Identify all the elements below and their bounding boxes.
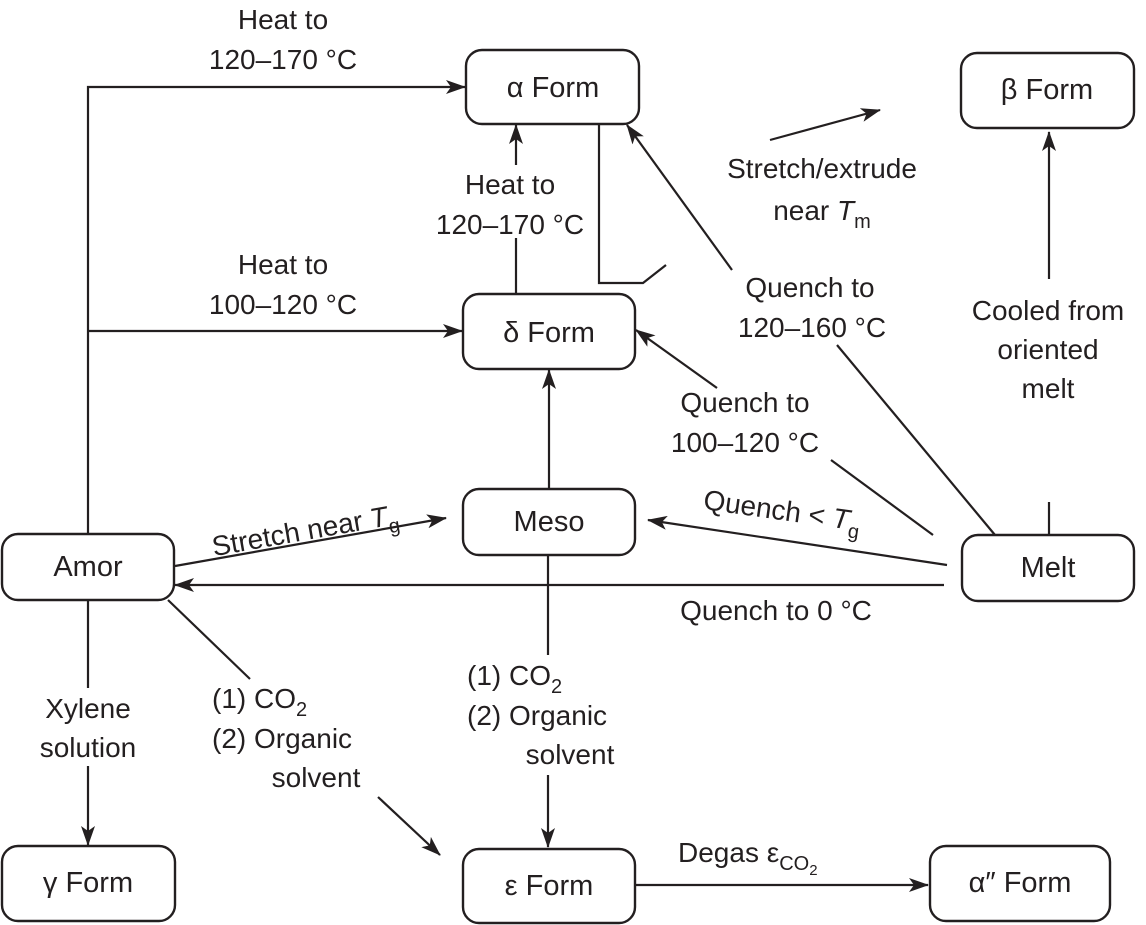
node-meso: Meso — [461, 487, 637, 557]
label-melt-to-delta-line2: 100–120 °C — [671, 427, 819, 458]
label-alpha-to-beta-line2: near Tm — [773, 195, 871, 233]
label-melt-to-beta-line3: melt — [1022, 373, 1075, 404]
label-melt-to-amor: Quench to 0 °C — [680, 595, 872, 626]
label-text: Stretch near — [210, 504, 373, 562]
label-subsub: 2 — [809, 862, 817, 879]
label-amor-to-alpha-line2: 120–170 °C — [209, 44, 357, 75]
label-amor-to-meso: Stretch near Tg — [210, 499, 402, 569]
label-amor-to-alpha-line1: Heat to — [238, 4, 328, 35]
node-epsilon-form: ε Form — [461, 847, 637, 925]
label-sub: 2 — [296, 699, 307, 721]
node-beta-form: β Form — [959, 51, 1136, 130]
node-label: Melt — [1021, 552, 1076, 584]
node-label: α″ Form — [969, 867, 1072, 899]
label-var: T — [830, 502, 853, 535]
label-text: Quench < — [702, 484, 835, 533]
label-amor-to-delta-line2: 100–120 °C — [209, 289, 357, 320]
label-sub: CO — [779, 853, 809, 875]
edge-melt-to-alpha-upper — [626, 124, 733, 271]
edge-amor-to-epsilon-lower — [377, 796, 441, 856]
label-sub: m — [854, 211, 871, 233]
node-amor: Amor — [0, 532, 176, 602]
label-text: (1) CO — [467, 660, 551, 691]
label-melt-to-alpha-line1: Quench to — [745, 272, 874, 303]
label-sub: g — [846, 520, 860, 543]
node-alpha-double-prime-form: α″ Form — [928, 844, 1112, 923]
label-sub: 2 — [551, 676, 562, 698]
label-melt-to-meso: Quench < Tg — [701, 484, 863, 544]
edge-melt-to-delta-lower — [830, 459, 934, 536]
label-amor-to-epsilon-line2: (2) Organic — [212, 723, 352, 754]
label-meso-to-epsilon-line3: solvent — [526, 739, 615, 770]
label-meso-to-epsilon-line2: (2) Organic — [467, 700, 607, 731]
node-label: β Form — [1001, 74, 1093, 106]
label-delta-to-alpha-line2: 120–170 °C — [436, 209, 584, 240]
edge-amor-to-epsilon-upper — [167, 599, 251, 680]
node-gamma-form: γ Form — [0, 844, 177, 923]
node-label: Meso — [514, 506, 585, 538]
label-melt-to-delta-line1: Quench to — [680, 387, 809, 418]
label-amor-to-gamma-line1: Xylene — [45, 693, 131, 724]
edge-alpha-to-beta-line — [597, 125, 667, 285]
label-melt-to-beta-line2: oriented — [997, 334, 1098, 365]
label-meso-to-epsilon-line1: (1) CO2 — [467, 660, 562, 698]
label-var: T — [837, 195, 856, 226]
edge-melt-to-meso — [647, 515, 948, 567]
label-melt-to-alpha-line2: 120–160 °C — [738, 312, 886, 343]
node-label: γ Form — [43, 867, 133, 899]
label-amor-to-epsilon-line1: (1) CO2 — [212, 683, 307, 721]
node-label: Amor — [53, 551, 123, 583]
label-text: near — [773, 195, 837, 226]
edge-amor-to-meso — [174, 514, 447, 568]
label-alpha-to-beta-line1: Stretch/extrude — [727, 153, 917, 184]
node-label: ε Form — [505, 870, 594, 902]
node-label: α Form — [507, 72, 599, 104]
label-amor-to-gamma-line2: solution — [40, 732, 137, 763]
node-label: δ Form — [503, 317, 595, 349]
node-delta-form: δ Form — [461, 292, 637, 371]
edge-melt-to-alpha-lower — [836, 344, 996, 536]
edge-melt-to-delta-upper — [635, 329, 718, 389]
label-sub: g — [387, 515, 402, 539]
label-amor-to-delta-line1: Heat to — [238, 249, 328, 280]
edge-alpha-to-beta-arrow — [769, 108, 881, 142]
label-delta-to-alpha-line1: Heat to — [465, 169, 555, 200]
node-melt: Melt — [960, 533, 1136, 603]
label-text: Degas ε — [678, 837, 779, 868]
label-melt-to-beta-line1: Cooled from — [972, 295, 1125, 326]
edge-amor-to-alpha — [86, 80, 466, 534]
label-text: (1) CO — [212, 683, 296, 714]
label-epsilon-to-alpha2: Degas εCO2 — [678, 837, 818, 879]
node-alpha-form: α Form — [464, 48, 641, 126]
label-amor-to-epsilon-line3: solvent — [272, 762, 361, 793]
